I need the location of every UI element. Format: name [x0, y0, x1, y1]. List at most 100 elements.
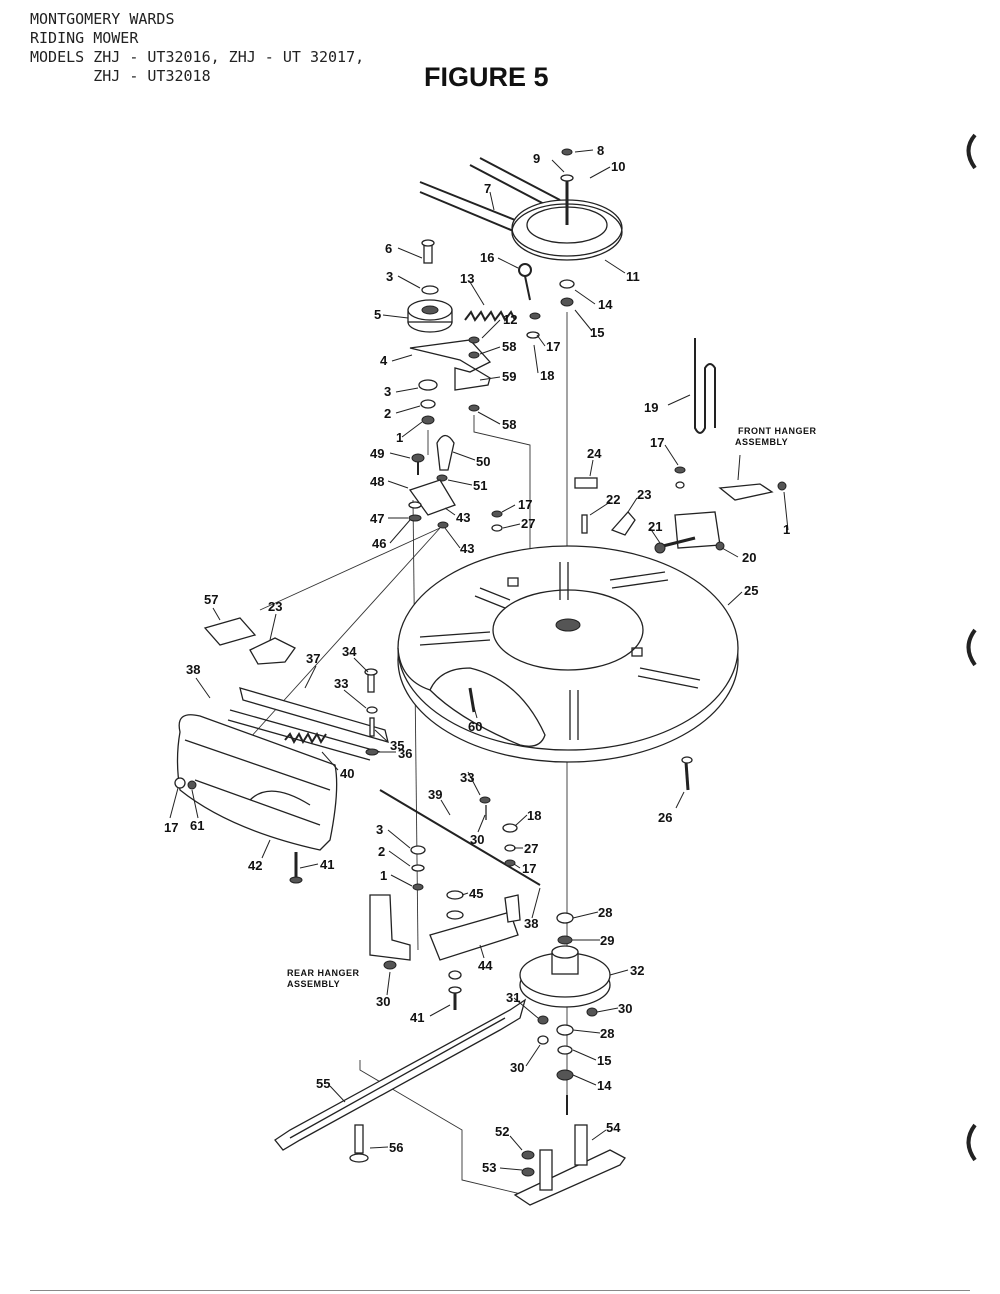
callout-6: 6 [385, 241, 392, 256]
callout-58b: 58 [502, 417, 516, 432]
callout-59: 59 [502, 369, 516, 384]
callout-27: 27 [521, 516, 535, 531]
header-models: MODELS ZHJ - UT32016, ZHJ - UT 32017, [30, 48, 365, 66]
page-bottom-rule [30, 1290, 970, 1291]
callout-15b: 15 [597, 1053, 611, 1068]
callout-28b: 28 [600, 1026, 614, 1041]
callout-22: 22 [606, 492, 620, 507]
callout-24: 24 [587, 446, 602, 461]
figure-title: FIGURE 5 [424, 62, 549, 92]
callout-28: 28 [598, 905, 612, 920]
assembly-labels: FRONT HANGER ASSEMBLY REAR HANGER ASSEMB… [287, 426, 816, 989]
callout-29: 29 [600, 933, 614, 948]
callout-27b: 27 [524, 841, 538, 856]
rear-hanger-parts [369, 890, 521, 1010]
idler-assembly [407, 239, 541, 425]
callout-38: 38 [186, 662, 200, 677]
blade-adapter [513, 1124, 626, 1206]
header-product: RIDING MOWER [30, 29, 139, 47]
callout-33: 33 [334, 676, 348, 691]
callout-52: 52 [495, 1124, 509, 1139]
callout-3b: 3 [384, 384, 391, 399]
front-hanger-label-line2: ASSEMBLY [735, 437, 788, 447]
shaft-washers-upper [559, 279, 575, 307]
callout-30d: 30 [510, 1060, 524, 1075]
mandrel-pulley [511, 148, 623, 261]
callout-40: 40 [340, 766, 354, 781]
callout-43: 43 [456, 510, 470, 525]
callout-47: 47 [370, 511, 384, 526]
callout-14: 14 [598, 297, 613, 312]
callout-12: 12 [503, 312, 517, 327]
callout-61: 61 [190, 818, 204, 833]
callout-14b: 14 [597, 1078, 612, 1093]
mower-deck [397, 545, 739, 763]
callout-39: 39 [428, 787, 442, 802]
callout-58: 58 [502, 339, 516, 354]
callout-57: 57 [204, 592, 218, 607]
callout-17e: 17 [522, 861, 536, 876]
callout-41: 41 [320, 857, 334, 872]
rear-hanger-label-line1: REAR HANGER [287, 968, 360, 978]
callout-36: 36 [398, 746, 412, 761]
callout-7: 7 [484, 181, 491, 196]
callout-30c: 30 [618, 1001, 632, 1016]
callout-10: 10 [611, 159, 625, 174]
callout-1c: 1 [380, 868, 387, 883]
callout-13: 13 [460, 271, 474, 286]
callout-53: 53 [482, 1160, 496, 1175]
callout-18: 18 [540, 368, 554, 383]
callout-1b: 1 [783, 522, 790, 537]
callout-3: 3 [386, 269, 393, 284]
callout-4: 4 [380, 353, 388, 368]
callout-2: 2 [384, 406, 391, 421]
callout-21: 21 [648, 519, 662, 534]
callout-5: 5 [374, 307, 381, 322]
callout-26: 26 [658, 810, 672, 825]
callout-42: 42 [248, 858, 262, 873]
callout-34: 34 [342, 644, 357, 659]
callout-46: 46 [372, 536, 386, 551]
callout-31: 31 [506, 990, 520, 1005]
callout-2b: 2 [378, 844, 385, 859]
callout-1: 1 [396, 430, 403, 445]
leader-lines [169, 149, 789, 1171]
callout-9: 9 [533, 151, 540, 166]
callout-17c: 17 [518, 497, 532, 512]
mower-blade [274, 998, 527, 1163]
spindle-housing [519, 912, 611, 1115]
callout-23b: 23 [268, 599, 282, 614]
callout-60: 60 [468, 719, 482, 734]
callout-17d: 17 [164, 820, 178, 835]
callout-25: 25 [744, 583, 758, 598]
callout-11: 11 [626, 269, 640, 284]
binder-marks [966, 133, 977, 1162]
callout-19: 19 [644, 400, 658, 415]
callout-44: 44 [478, 958, 493, 973]
callout-15: 15 [590, 325, 604, 340]
callout-33b: 33 [460, 770, 474, 785]
callout-48: 48 [370, 474, 384, 489]
callout-18b: 18 [527, 808, 541, 823]
callout-3c: 3 [376, 822, 383, 837]
callout-8: 8 [597, 143, 604, 158]
callout-16: 16 [480, 250, 494, 265]
callout-43b: 43 [460, 541, 474, 556]
callout-30: 30 [470, 832, 484, 847]
callout-32: 32 [630, 963, 644, 978]
callout-17b: 17 [650, 435, 664, 450]
callout-55: 55 [316, 1076, 330, 1091]
deck-hardware [410, 756, 693, 891]
rear-hanger-label-line2: ASSEMBLY [287, 979, 340, 989]
callout-38b: 38 [524, 916, 538, 931]
callout-30b: 30 [376, 994, 390, 1009]
lift-rod [379, 789, 541, 886]
discharge-chute-assembly [174, 617, 476, 884]
callout-45: 45 [469, 886, 483, 901]
document-header: MONTGOMERY WARDS RIDING MOWER MODELS ZHJ… [30, 10, 364, 86]
callout-17: 17 [546, 339, 560, 354]
front-hanger-parts [574, 338, 787, 554]
callout-labels: 8 9 10 7 6 16 3 13 11 14 5 12 15 17 58 4… [164, 143, 790, 1175]
callout-54: 54 [606, 1120, 621, 1135]
